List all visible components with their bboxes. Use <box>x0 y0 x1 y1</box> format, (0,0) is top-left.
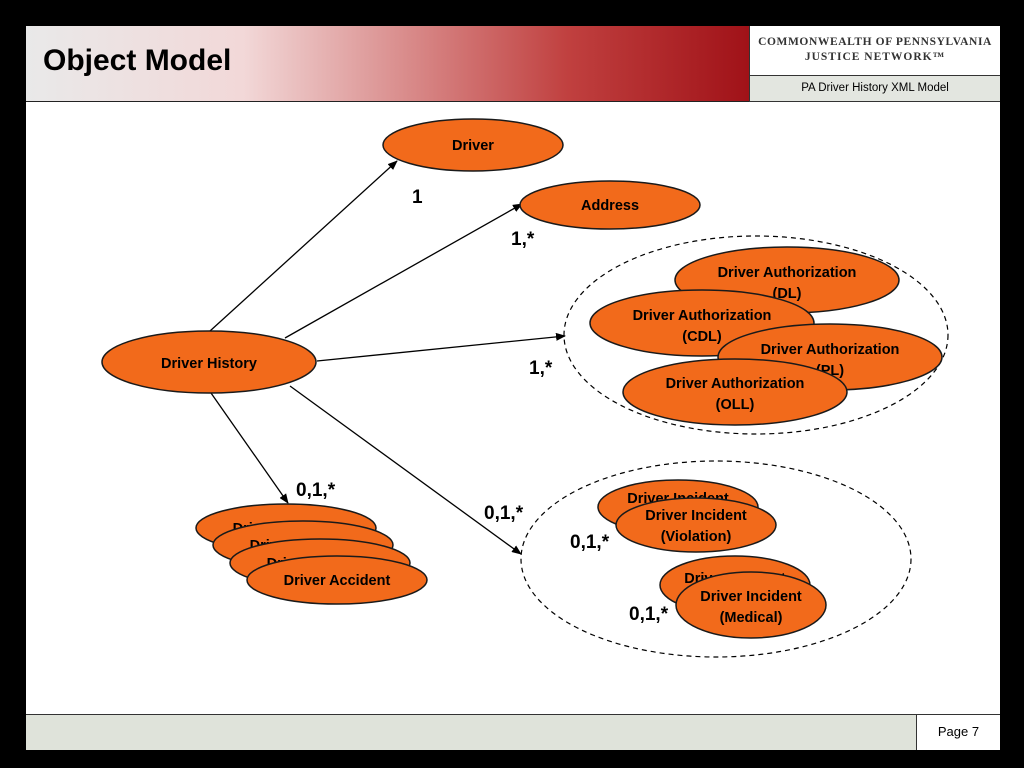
driver-history-label: Driver History <box>161 356 257 372</box>
incident-violation-node: Driver Incident (Violation) <box>615 497 777 553</box>
accident-label-front: Driver Accident <box>284 573 391 589</box>
incident-medical-node: Driver Incident (Medical) <box>675 571 827 639</box>
logo-line-2: JUSTICE NETWORK™ <box>804 51 946 63</box>
page-number: Page 7 <box>916 714 1000 750</box>
address-label: Address <box>581 198 639 214</box>
connector-to-driver <box>209 160 398 332</box>
authorization-dl-line1: Driver Authorization <box>718 265 857 281</box>
cardinality-address: 1,* <box>511 229 535 250</box>
authorization-dl-line2: (DL) <box>773 286 802 302</box>
logo-line-1: COMMONWEALTH OF PENNSYLVANIA <box>758 36 992 48</box>
cardinality-accidents: 0,1,* <box>296 480 336 501</box>
cardinality-driver: 1 <box>412 187 423 208</box>
model-subtitle: PA Driver History XML Model <box>749 76 1000 102</box>
incident-medical-line1: Driver Incident <box>700 589 802 605</box>
title-divider <box>26 101 750 102</box>
incident-group-outline <box>520 460 912 658</box>
cardinality-incidents: 0,1,* <box>484 503 524 524</box>
logo: COMMONWEALTH OF PENNSYLVANIA JUSTICE NET… <box>749 26 1000 76</box>
cardinality-violation: 0,1,* <box>570 532 610 553</box>
page-title: Object Model <box>43 44 232 77</box>
connector-to-incidents <box>289 385 522 555</box>
authorization-oll-line1: Driver Authorization <box>666 376 805 392</box>
authorization-oll-node: Driver Authorization (OLL) <box>622 358 848 426</box>
authorization-pl-line1: Driver Authorization <box>761 342 900 358</box>
authorization-cdl-line2: (CDL) <box>682 329 722 345</box>
authorization-cdl-line1: Driver Authorization <box>633 308 772 324</box>
incident-medical-line2: (Medical) <box>720 610 783 626</box>
driver-label: Driver <box>452 138 494 154</box>
object-model-diagram: Driver Address Driver History Driver Aut… <box>101 118 949 658</box>
cardinality-authorizations: 1,* <box>529 358 553 379</box>
title-bar: Object Model <box>26 26 749 101</box>
connector-to-address <box>284 203 523 339</box>
incident-violation-line1: Driver Incident <box>645 508 747 524</box>
footer-bar <box>26 714 916 750</box>
cardinality-medical: 0,1,* <box>629 604 669 625</box>
connector-to-accidents <box>210 392 289 504</box>
address-node: Address <box>519 180 701 230</box>
authorization-oll-line2: (OLL) <box>716 397 755 413</box>
driver-history-node: Driver History <box>101 330 317 394</box>
slide: Object Model COMMONWEALTH OF PENNSYLVANI… <box>26 26 1000 750</box>
accident-node-front: Driver Accident <box>246 555 428 605</box>
driver-node: Driver <box>382 118 564 172</box>
incident-violation-line2: (Violation) <box>661 529 732 545</box>
connector-to-authorizations <box>316 332 566 362</box>
